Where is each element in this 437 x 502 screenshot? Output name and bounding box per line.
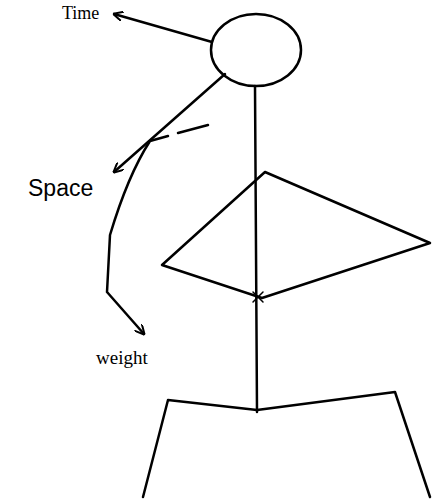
time-label: Time bbox=[62, 4, 99, 24]
right-leg bbox=[257, 392, 430, 497]
space-arrow bbox=[114, 74, 225, 172]
weight-arrow bbox=[107, 125, 208, 334]
space-label: Space bbox=[28, 176, 93, 201]
torso-diamond bbox=[162, 172, 430, 298]
body-line bbox=[255, 86, 257, 412]
left-leg bbox=[143, 400, 257, 497]
weight-label: weight bbox=[96, 348, 148, 369]
time-arrow bbox=[114, 14, 212, 42]
cross-mark bbox=[253, 292, 263, 302]
